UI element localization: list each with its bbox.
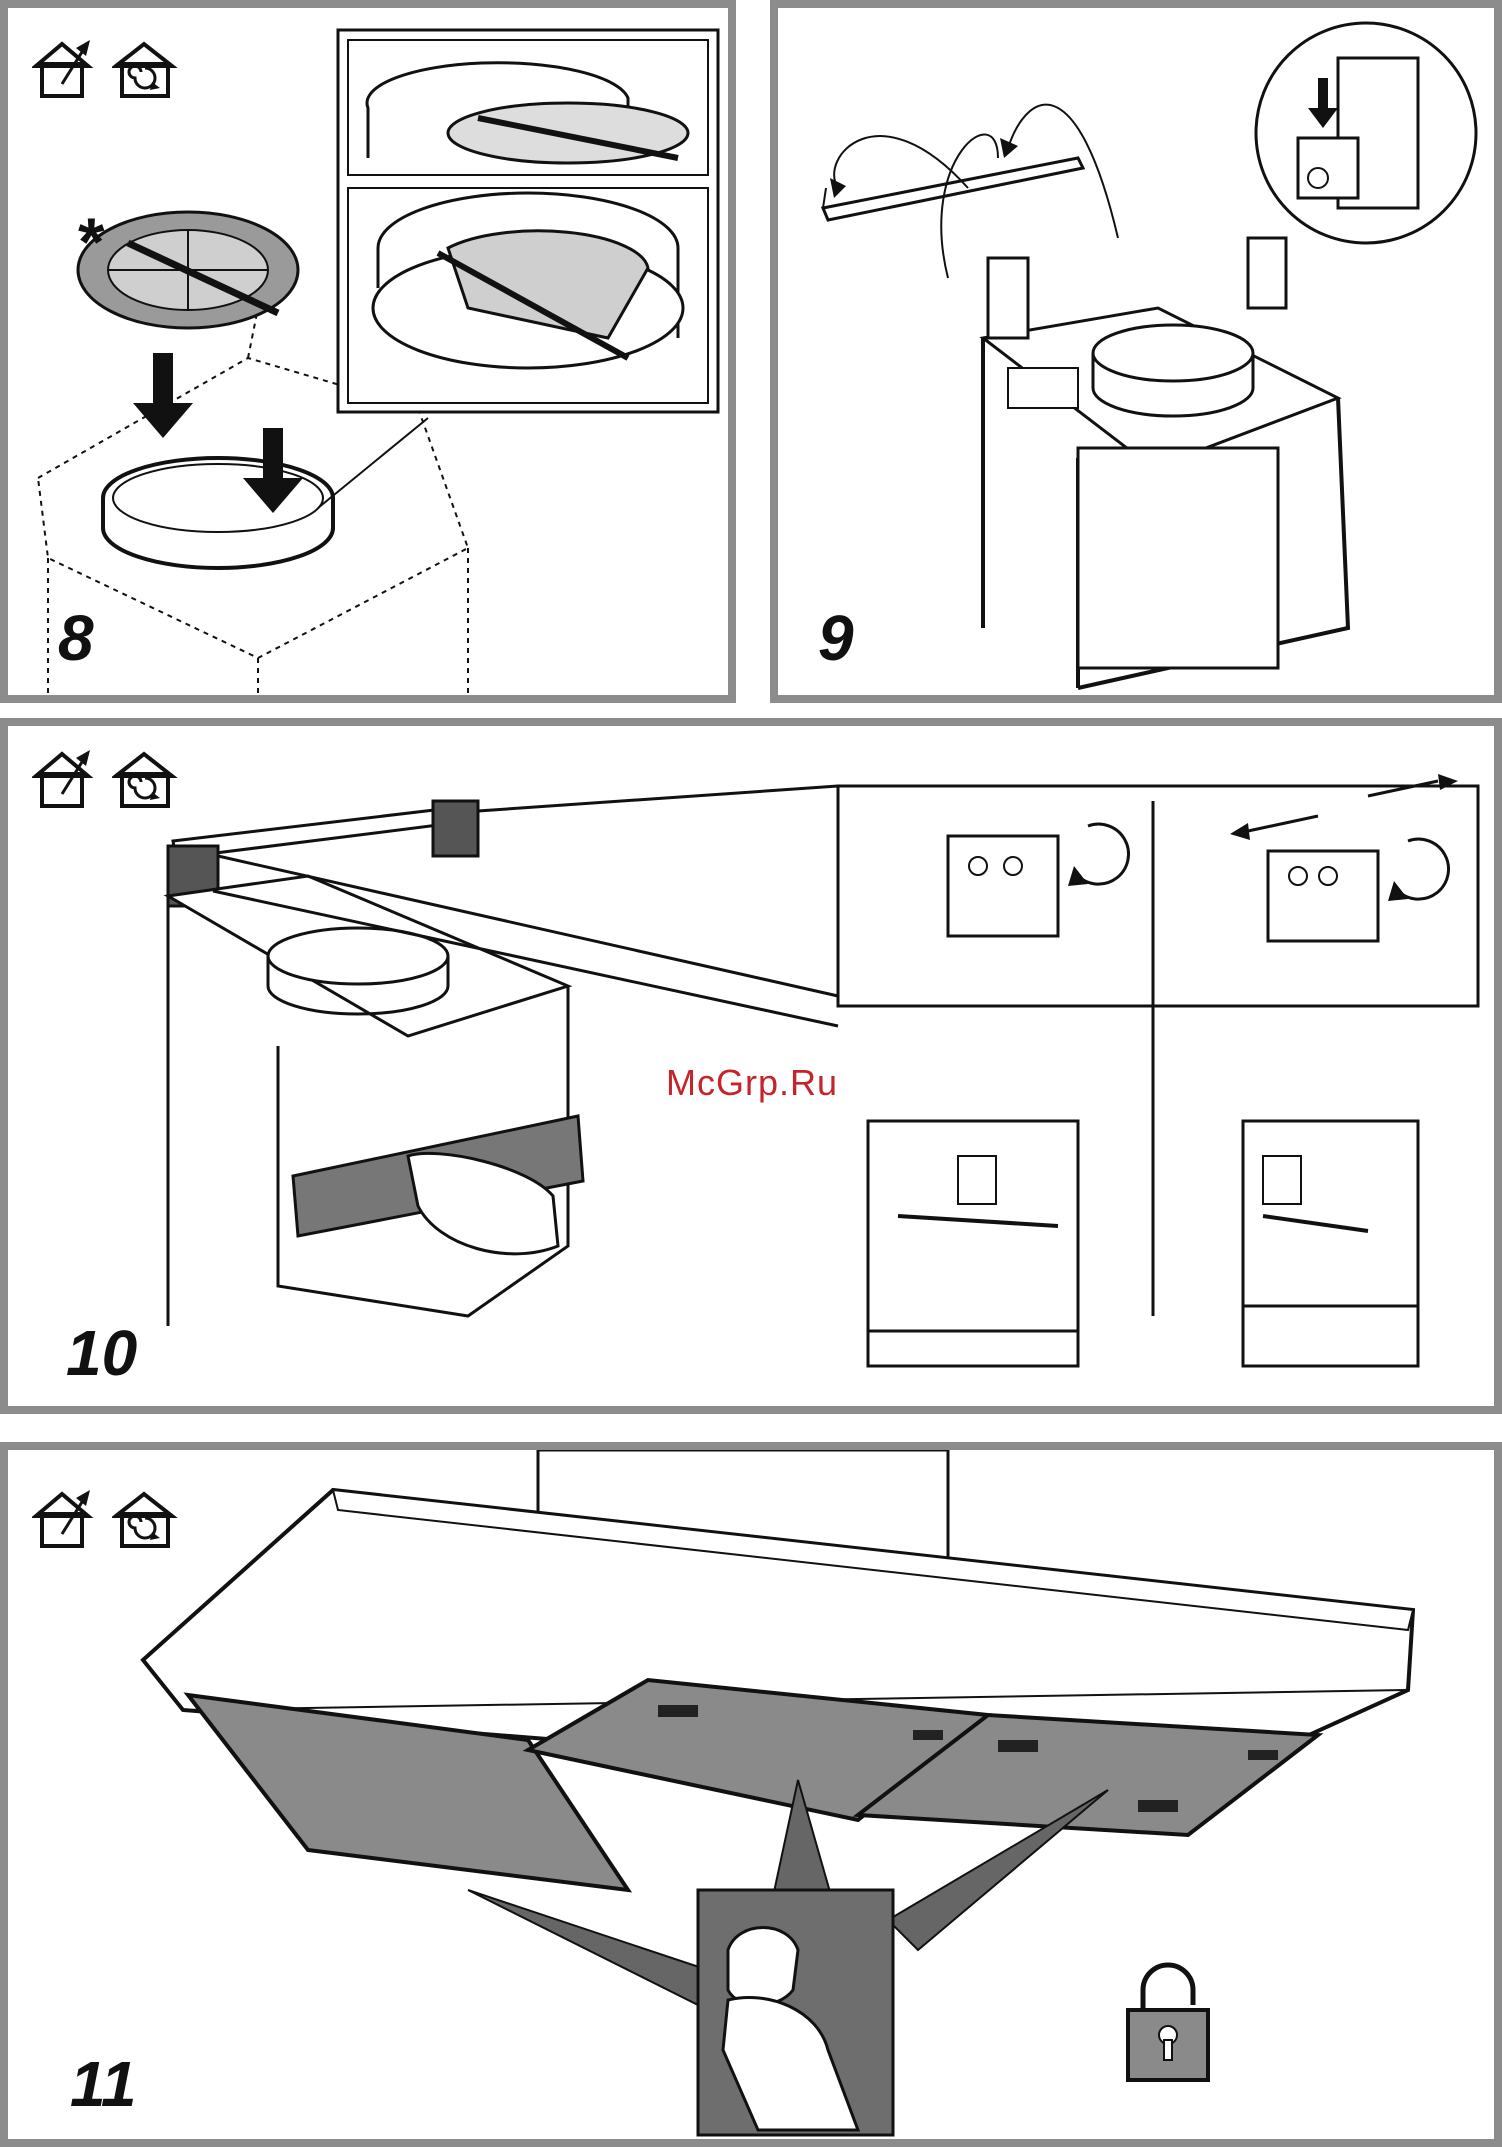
step-number: 8	[58, 606, 94, 670]
unlock-icon	[1128, 1965, 1208, 2080]
step-number: 9	[818, 606, 854, 670]
step-11-panel: 11	[0, 1442, 1502, 2147]
step-number: 11	[70, 2052, 136, 2116]
step-8-illustration	[8, 8, 728, 695]
watermark: McGrp.Ru	[666, 1062, 838, 1104]
step-number: 10	[66, 1321, 137, 1385]
step-8-panel: * 8	[0, 0, 736, 703]
step-11-illustration	[8, 1450, 1494, 2139]
step-8-asterisk: *	[78, 203, 104, 281]
step-9-illustration	[778, 8, 1494, 695]
step-9-panel: 9	[770, 0, 1502, 703]
step-10-panel: McGrp.Ru 10	[0, 718, 1502, 1414]
